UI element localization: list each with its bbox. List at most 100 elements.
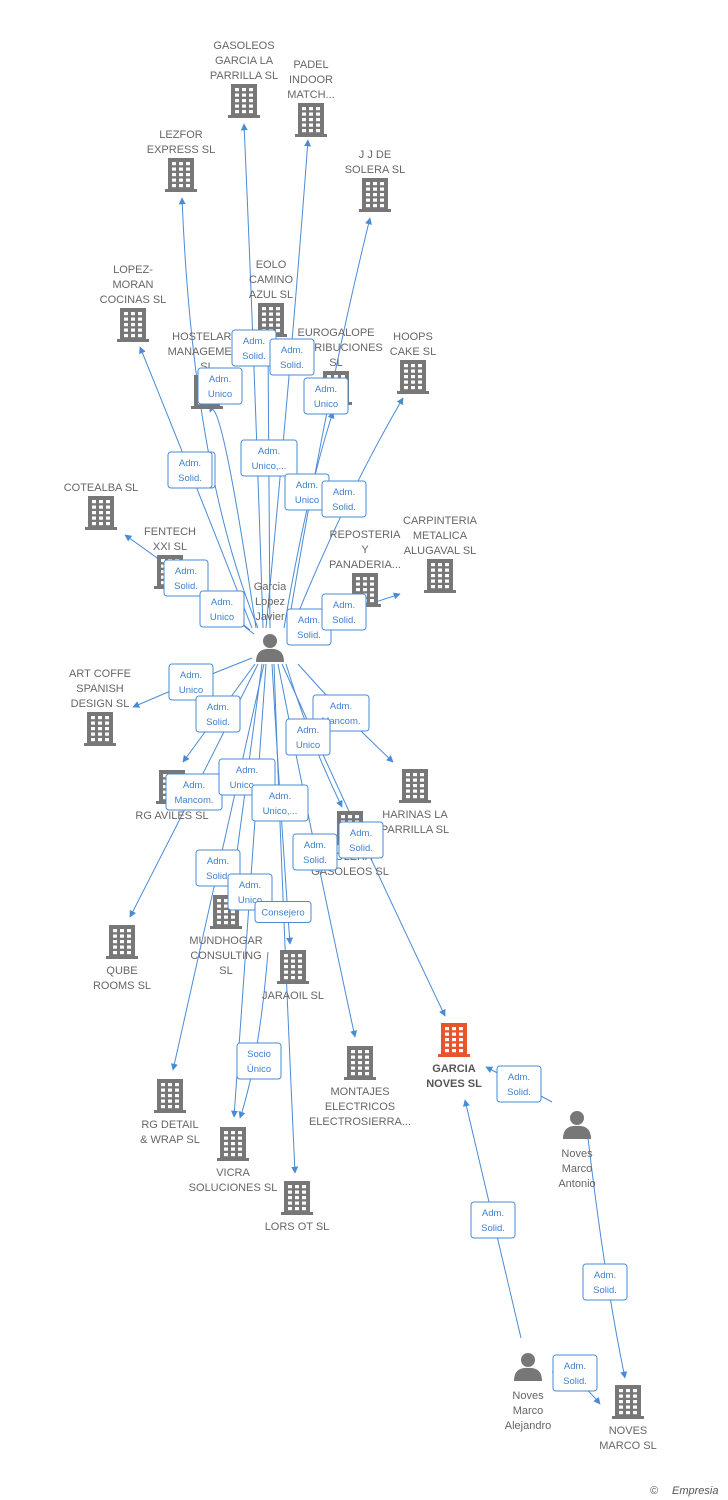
- relation-badge[interactable]: Consejero: [254, 901, 312, 923]
- relation-badge[interactable]: Adm.Solid.: [292, 833, 338, 871]
- relation-badge-text: Unico: [208, 389, 232, 400]
- relation-badge-text: Adm.: [175, 566, 197, 577]
- brand-logo[interactable]: Empresia: [672, 1485, 718, 1497]
- relation-badge-text: Adm.: [183, 780, 205, 791]
- relation-badge[interactable]: Adm.Solid.: [231, 329, 277, 367]
- relation-badge-box: [470, 1201, 516, 1239]
- relation-badge[interactable]: Adm.Mancom.: [165, 773, 223, 811]
- relation-badge-text: Adm.: [258, 446, 280, 457]
- building-icon: [359, 178, 391, 212]
- building-icon: [295, 103, 327, 137]
- node-jaraoil[interactable]: JARAOIL SL: [262, 950, 324, 1002]
- building-icon: [277, 950, 309, 984]
- node-label: COCINAS SL: [100, 294, 167, 306]
- relation-badge-text: Unico: [295, 495, 319, 506]
- node-lors_ot[interactable]: LORS OT SL: [265, 1181, 330, 1233]
- relation-badge-text: Solid.: [507, 1087, 531, 1098]
- node-label: RG DETAIL: [141, 1119, 198, 1131]
- node-label: Javier: [255, 611, 285, 623]
- building-icon: [165, 158, 197, 192]
- edge-garcia_lopez-to-lezfor: [178, 197, 259, 629]
- relation-badge-text: Unico: [210, 612, 234, 623]
- node-label: Garcia: [254, 581, 287, 593]
- relation-badge[interactable]: Adm. Solid.: [321, 480, 367, 518]
- relation-badge[interactable]: Adm.Solid.: [552, 1354, 598, 1392]
- node-cotealba[interactable]: COTEALBA SL: [64, 482, 139, 530]
- relation-badge-text: Solid.: [349, 843, 373, 854]
- relation-badge-text: Solid.: [174, 581, 198, 592]
- relation-badge[interactable]: Adm.Solid.: [286, 608, 332, 646]
- building-icon: [84, 712, 116, 746]
- node-label: Noves: [512, 1390, 544, 1402]
- relation-badge[interactable]: Adm.Solid.: [269, 338, 315, 376]
- node-label: AZUL SL: [249, 289, 293, 301]
- relation-badge[interactable]: Adm.Unico: [285, 718, 331, 756]
- relation-badge-text: Solid.: [332, 502, 356, 513]
- relation-badge[interactable]: Adm.Solid.: [582, 1263, 628, 1301]
- relation-badge-text: Adm.: [304, 840, 326, 851]
- node-label: METALICA: [413, 530, 468, 542]
- node-label: COTEALBA SL: [64, 482, 139, 494]
- building-icon: [612, 1385, 644, 1419]
- node-label: SL: [219, 965, 232, 977]
- node-label: EOLO: [256, 259, 287, 271]
- node-label: PANADERIA...: [329, 559, 401, 571]
- relation-badge-text: Mancom.: [321, 716, 360, 727]
- node-rg_detail[interactable]: RG DETAIL& WRAP SL: [140, 1079, 200, 1146]
- relation-badge[interactable]: Adm.Solid.: [195, 695, 241, 733]
- relation-badge-text: Adm.: [333, 487, 355, 498]
- relation-badge[interactable]: Adm.Solid.: [470, 1201, 516, 1239]
- node-montajes[interactable]: MONTAJESELECTRICOSELECTROSIERRA...: [309, 1046, 411, 1128]
- relation-badge[interactable]: Adm.Unico: [197, 367, 243, 405]
- relation-badge-text: Solid.: [206, 871, 230, 882]
- relation-badge[interactable]: Adm.Solid.: [167, 451, 213, 489]
- relation-badge[interactable]: Adm. Solid.: [163, 559, 209, 597]
- relation-badge-box: [321, 480, 367, 518]
- node-label: GARCIA: [432, 1063, 475, 1075]
- relation-badge[interactable]: Adm.Unico: [303, 377, 349, 415]
- building-icon: [399, 769, 431, 803]
- relation-badge[interactable]: Adm. Unico: [199, 590, 245, 628]
- node-label: MARCO SL: [599, 1440, 656, 1452]
- relation-badge-text: Adm.: [236, 765, 258, 776]
- relation-badge-text: Adm.: [298, 615, 320, 626]
- relation-badge[interactable]: Adm.Solid.: [338, 821, 384, 859]
- node-padel[interactable]: PADELINDOORMATCH...: [287, 59, 335, 137]
- relation-badge[interactable]: Adm.Unico: [168, 663, 214, 701]
- edge-garcia_lopez-to-gasoleos_parrilla: [240, 123, 264, 629]
- relation-badge-text: Adm.: [211, 597, 233, 608]
- relation-badge-box: [236, 1042, 282, 1080]
- relation-badge[interactable]: Adm.Unico,...: [251, 784, 309, 822]
- relation-badge[interactable]: Adm.Unico,...: [240, 439, 298, 477]
- relation-badge-text: Adm.: [239, 880, 261, 891]
- building-icon: [154, 1079, 186, 1113]
- relation-badge[interactable]: Adm.Solid.: [496, 1065, 542, 1103]
- edge-garcia_lopez-to-padel: [265, 139, 312, 629]
- person-icon: [256, 634, 284, 662]
- relation-badge-box: [552, 1354, 598, 1392]
- node-label: MANAGEMENT: [168, 346, 247, 358]
- node-label: Lopez: [255, 596, 285, 608]
- relation-badge[interactable]: Adm.Solid.: [321, 593, 367, 631]
- relation-badge-box: [167, 451, 213, 489]
- building-icon: [210, 895, 242, 929]
- copyright-symbol: ©: [650, 1485, 659, 1497]
